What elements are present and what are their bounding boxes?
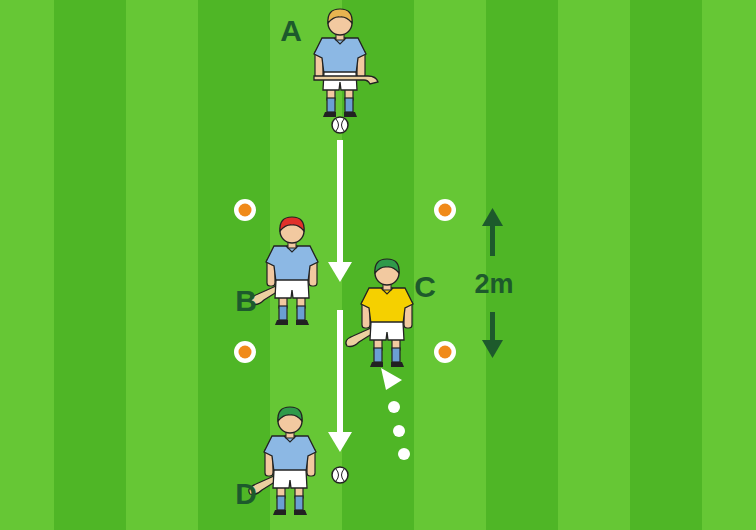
stripe (486, 0, 558, 530)
cone (234, 341, 256, 363)
dimension-head (482, 208, 503, 226)
run-path (381, 368, 410, 460)
run-dot (388, 401, 400, 413)
pass-head (328, 262, 352, 282)
player-figure (314, 9, 378, 117)
dimension-line (490, 222, 495, 256)
stripe (198, 0, 270, 530)
cone (434, 199, 456, 221)
run-dot (398, 448, 410, 460)
pass-shaft (337, 310, 343, 434)
cone (234, 199, 256, 221)
pass-arrow (328, 140, 352, 452)
player-letter: B (235, 286, 257, 316)
player-letter: D (235, 479, 257, 509)
run-dot (393, 425, 405, 437)
pass-shaft (337, 140, 343, 264)
pass-head (328, 432, 352, 452)
player-letter: C (414, 272, 436, 302)
player-figure (251, 217, 318, 325)
dimension-head (482, 340, 503, 358)
player-figure (346, 259, 413, 367)
ball (332, 467, 348, 483)
run-head (381, 368, 402, 390)
cone (434, 341, 456, 363)
stripe (630, 0, 702, 530)
player-letter: A (280, 16, 302, 46)
stripe (54, 0, 126, 530)
dimension-label: 2m (474, 271, 513, 298)
player-figure (249, 407, 316, 515)
ball (332, 117, 348, 133)
